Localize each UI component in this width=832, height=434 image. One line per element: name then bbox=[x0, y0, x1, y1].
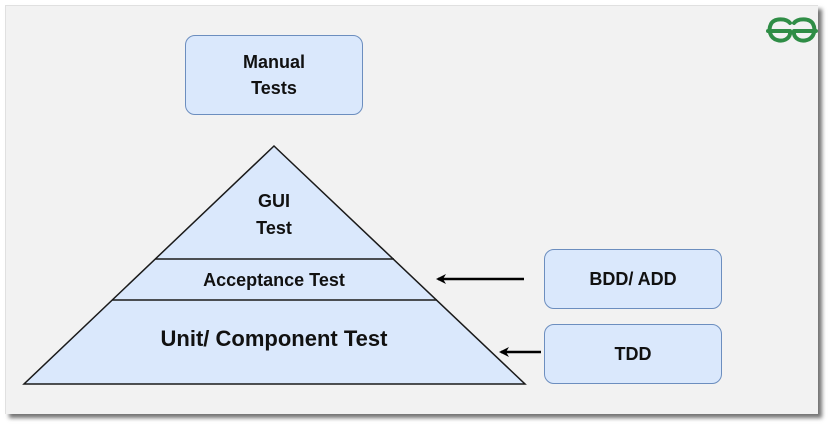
pyramid-shape bbox=[22, 144, 527, 385]
manual-tests-line2: Tests bbox=[251, 78, 297, 98]
gui-test-label: GUI Test bbox=[214, 188, 334, 242]
tdd-label: TDD bbox=[614, 344, 652, 364]
manual-tests-box: Manual Tests bbox=[185, 35, 363, 115]
unit-component-test-label: Unit/ Component Test bbox=[160, 326, 388, 351]
gui-test-line1: GUI bbox=[257, 191, 290, 211]
acceptance-test-label: Acceptance Test bbox=[203, 270, 345, 290]
geeksforgeeks-logo-icon bbox=[764, 12, 820, 48]
bdd-add-box: BDD/ ADD bbox=[544, 249, 722, 309]
gui-test-line2: Test bbox=[256, 218, 292, 238]
manual-tests-line1: Manual bbox=[242, 52, 305, 72]
bdd-add-label: BDD/ ADD bbox=[589, 269, 677, 289]
tdd-box: TDD bbox=[544, 324, 722, 384]
